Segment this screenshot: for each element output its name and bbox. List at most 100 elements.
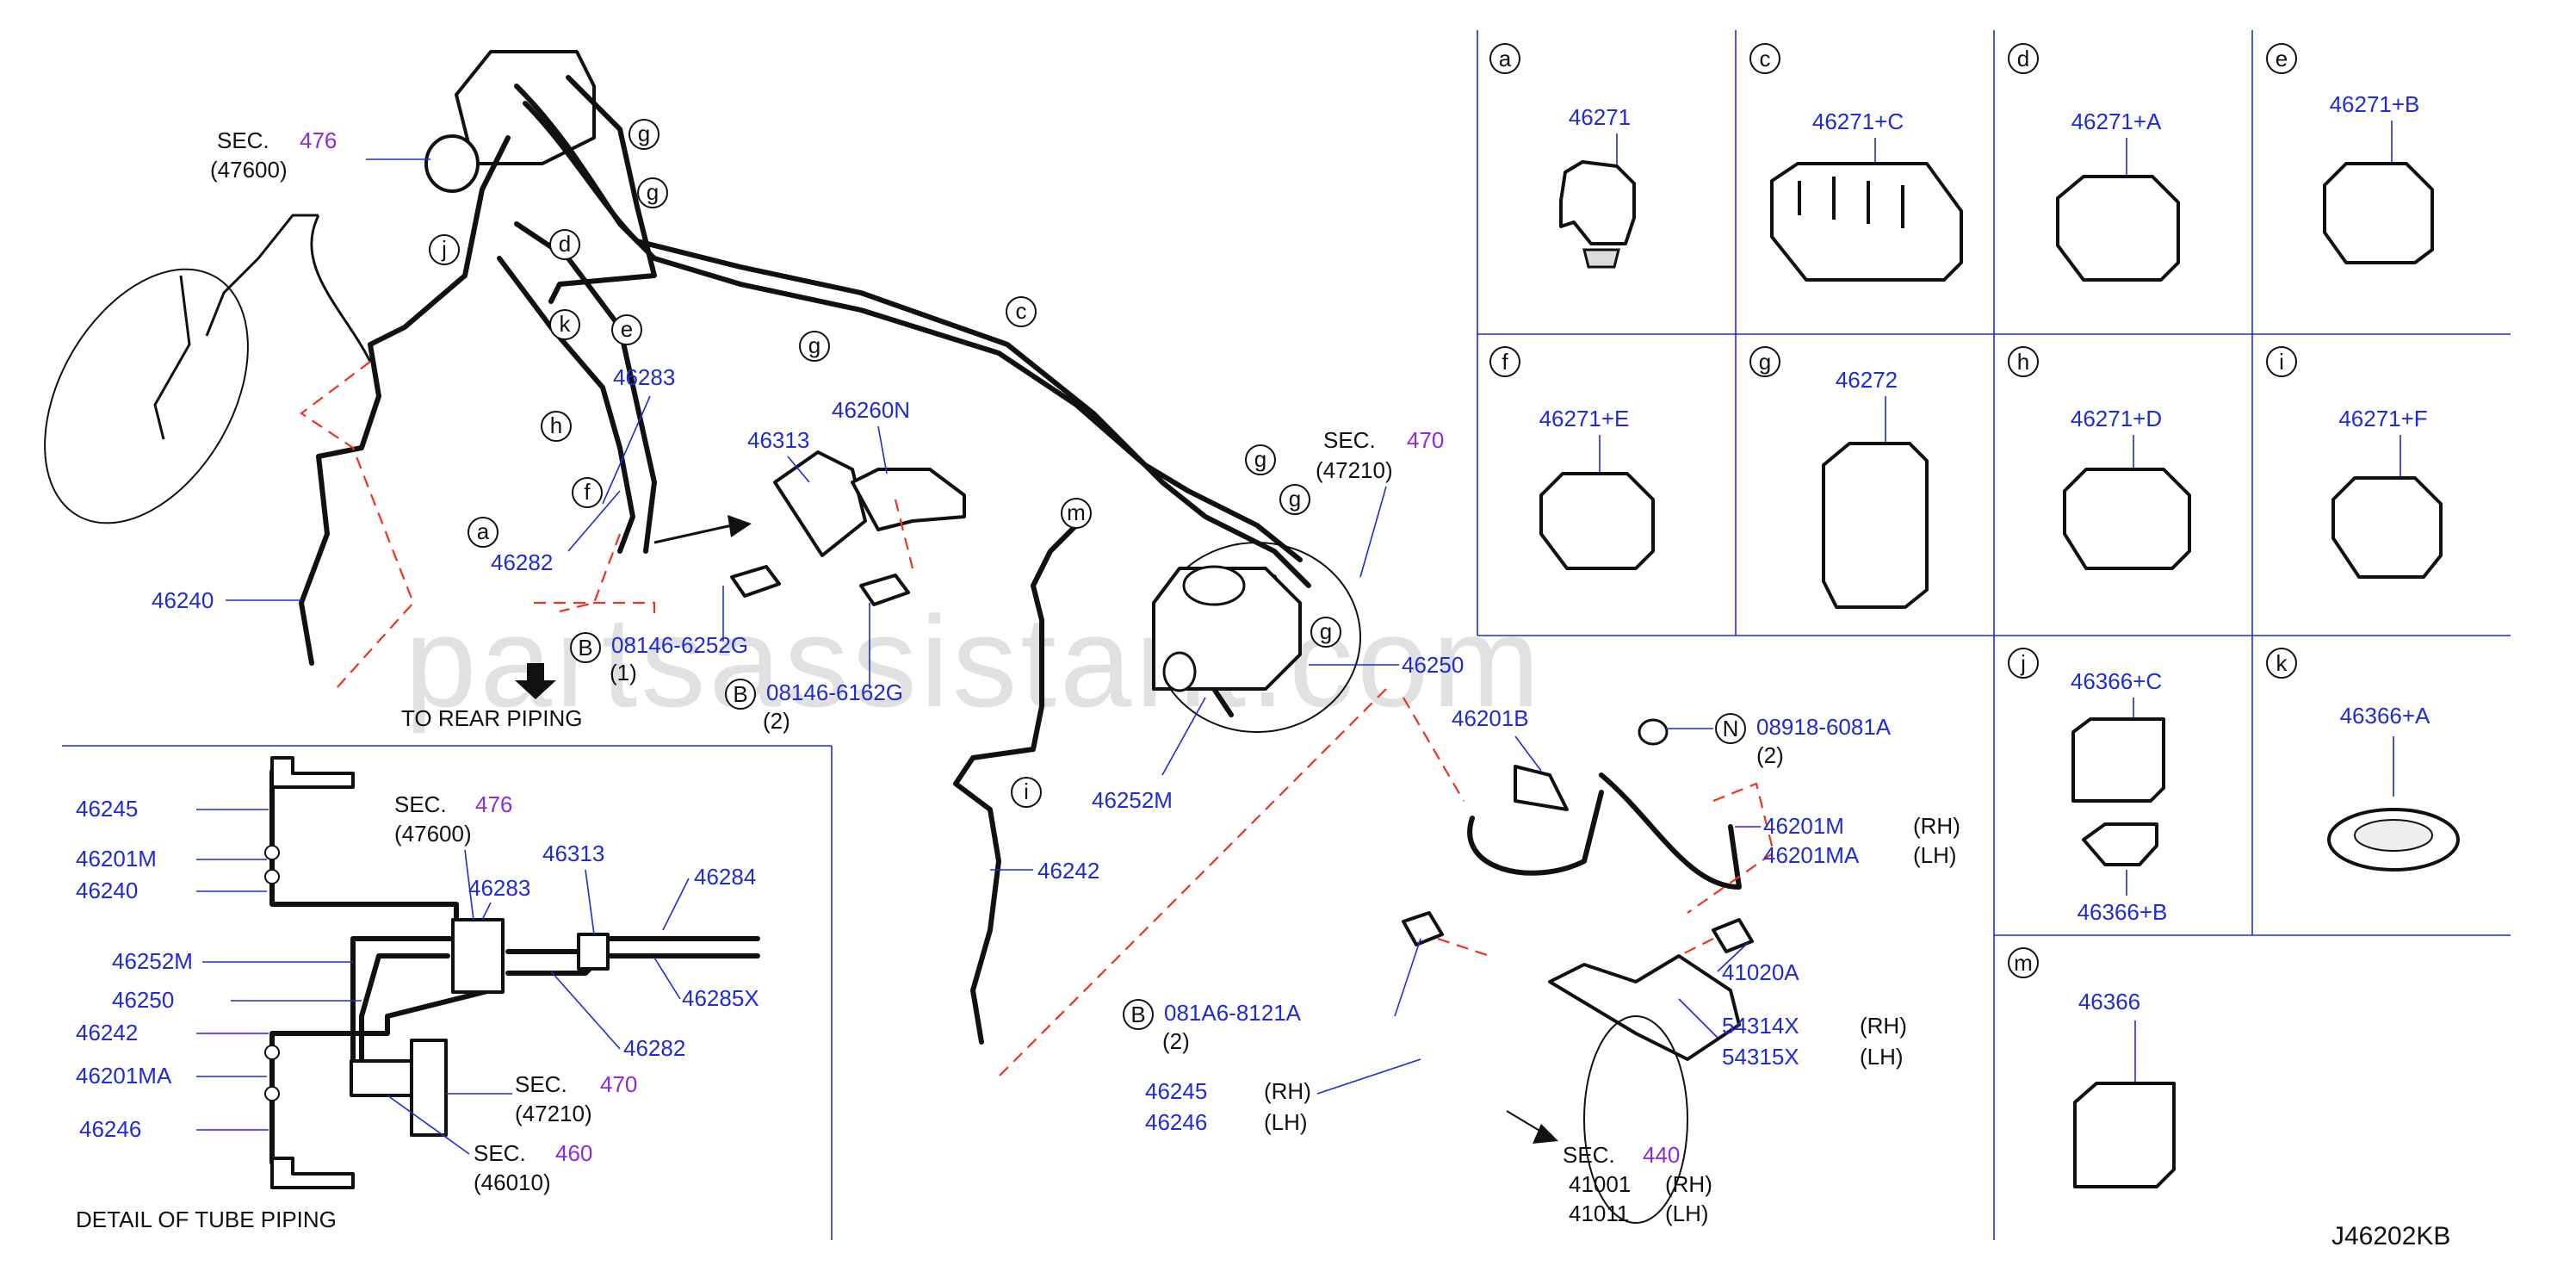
clip-46271-e-icon xyxy=(1539,472,1655,570)
panel-part-number: 46366+A xyxy=(2340,703,2430,729)
sec-label: SEC. xyxy=(394,791,447,817)
sec-code: (46010) xyxy=(474,1169,551,1195)
sec-label: SEC. xyxy=(515,1071,567,1097)
sec-label: SEC. xyxy=(1323,427,1376,453)
connector-46313-icon xyxy=(773,450,867,557)
detail-part-number: 46285X xyxy=(682,985,759,1011)
detail-part-number: 46313 xyxy=(542,841,604,866)
part-number: 46250 xyxy=(1402,652,1464,678)
panel-g: g 46272 xyxy=(1749,346,1929,609)
clip-letter: j xyxy=(441,236,447,262)
part-number: 54315X xyxy=(1722,1044,1799,1070)
panel-letter: c xyxy=(1760,46,1771,71)
sec-number: 476 xyxy=(475,791,512,817)
bolt-icon xyxy=(859,574,910,606)
main-assembly: g g d j k e h f a g c g g m i g SEC. 476… xyxy=(44,50,1960,1226)
panel-part-number: 46271+C xyxy=(1812,109,1904,134)
sec-code: (47210) xyxy=(1316,457,1393,483)
panel-letter: j xyxy=(2020,650,2026,676)
part-number: 46260N xyxy=(832,397,910,423)
side-label: (LH) xyxy=(1913,842,1957,868)
bolt-letter: B xyxy=(578,635,592,661)
clip-46271-f-icon xyxy=(2331,476,2443,579)
sec-number: 440 xyxy=(1643,1142,1680,1168)
connector-46313-icon xyxy=(577,933,610,971)
part-number: 46283 xyxy=(613,364,675,390)
clip-letter: g xyxy=(647,179,659,205)
part-number: 46252M xyxy=(1092,787,1173,813)
panel-part-number-2: 46366+B xyxy=(2078,899,2168,925)
panel-part-number: 46271+D xyxy=(2071,406,2162,431)
panel-i: i 46271+F xyxy=(2266,346,2443,579)
detail-part-number: 46201M xyxy=(76,846,157,872)
clip-letter: g xyxy=(1254,446,1266,472)
panel-k: k 46366+A xyxy=(2266,648,2460,872)
connector-46283-icon xyxy=(451,918,505,994)
to-rear-piping-label: TO REAR PIPING xyxy=(401,705,582,731)
bolt-icon xyxy=(730,565,781,598)
clip-letter: g xyxy=(808,332,820,358)
detail-part-number: 46245 xyxy=(76,796,138,822)
bolt-letter: B xyxy=(733,681,747,707)
panel-letter: f xyxy=(1502,349,1508,375)
panel-letter: k xyxy=(2276,650,2288,676)
panel-letter: i xyxy=(2279,349,2284,375)
nut-icon xyxy=(1638,718,1669,746)
clip-46272-icon xyxy=(1822,442,1929,609)
side-label: (RH) xyxy=(1665,1171,1712,1197)
panel-part-number: 46366 xyxy=(2078,989,2140,1014)
panel-f: f 46271+E xyxy=(1489,346,1655,570)
clip-letter: a xyxy=(477,518,490,544)
side-label: (RH) xyxy=(1264,1078,1311,1104)
booster-icon xyxy=(410,1039,448,1137)
part-number: 46240 xyxy=(152,587,214,613)
bracket-46260n-icon xyxy=(851,468,966,531)
detail-part-number: 46282 xyxy=(623,1035,685,1061)
clip-letter: d xyxy=(559,231,571,257)
part-number: 41001 xyxy=(1569,1171,1631,1197)
diagram-id: J46202KB xyxy=(2331,1222,2450,1250)
bolt-icon xyxy=(1712,918,1754,953)
detail-part-number: 46250 xyxy=(112,987,174,1013)
panel-letter-circle xyxy=(1489,43,1520,74)
bracket-54314x-icon xyxy=(1548,954,1741,1061)
grommet-46366-icon xyxy=(2073,1082,2176,1188)
sec-number: 460 xyxy=(555,1140,592,1166)
sec-code: (47600) xyxy=(210,157,288,183)
panel-part-number: 46271+F xyxy=(2338,406,2427,431)
master-cylinder-icon xyxy=(350,1059,413,1097)
panel-j: j 46366+C 46366+B xyxy=(2008,648,2168,925)
panel-e: e 46271+B xyxy=(2266,43,2434,264)
clip-letter: i xyxy=(1024,779,1029,804)
bolt-code: 081A6-8121A xyxy=(1164,1000,1302,1026)
detail-part-number: 46252M xyxy=(112,948,193,974)
part-number: 46242 xyxy=(1037,858,1099,884)
sec-number: 470 xyxy=(1407,427,1444,453)
clip-46201b-icon xyxy=(1514,765,1569,811)
side-label: (RH) xyxy=(1913,813,1960,839)
part-number: 46282 xyxy=(491,549,553,575)
part-number: 46246 xyxy=(1145,1109,1207,1135)
panel-part-number: 46271+A xyxy=(2071,109,2162,134)
panel-part-number: 46272 xyxy=(1836,367,1898,393)
part-number: 46313 xyxy=(747,427,809,453)
clip-letter: g xyxy=(638,121,650,146)
arrow-down-icon xyxy=(515,663,556,699)
side-label: (LH) xyxy=(1860,1044,1904,1070)
detail-part-number: 46201MA xyxy=(76,1063,172,1089)
sec-label: SEC. xyxy=(1563,1142,1615,1168)
panel-letter: e xyxy=(2276,46,2288,71)
sec-code: (47600) xyxy=(394,821,472,847)
panel-h: h 46271+D xyxy=(2008,346,2191,570)
panel-part-number: 46271+E xyxy=(1539,406,1630,431)
detail-tube-piping: 46245 46201M 46240 46252M 46250 46242 46… xyxy=(62,745,833,1240)
panel-letter: m xyxy=(2014,950,2033,976)
clip-46271-a-icon xyxy=(2056,175,2180,282)
detail-part-number: 46283 xyxy=(468,875,530,901)
panel-letter: g xyxy=(1759,349,1771,375)
panel-letter: d xyxy=(2017,46,2029,71)
part-number: 41020A xyxy=(1722,959,1799,985)
panel-c: c 46271+C xyxy=(1749,43,1963,282)
part-number: 41011 xyxy=(1569,1200,1629,1226)
clip-letter: g xyxy=(1289,486,1301,512)
